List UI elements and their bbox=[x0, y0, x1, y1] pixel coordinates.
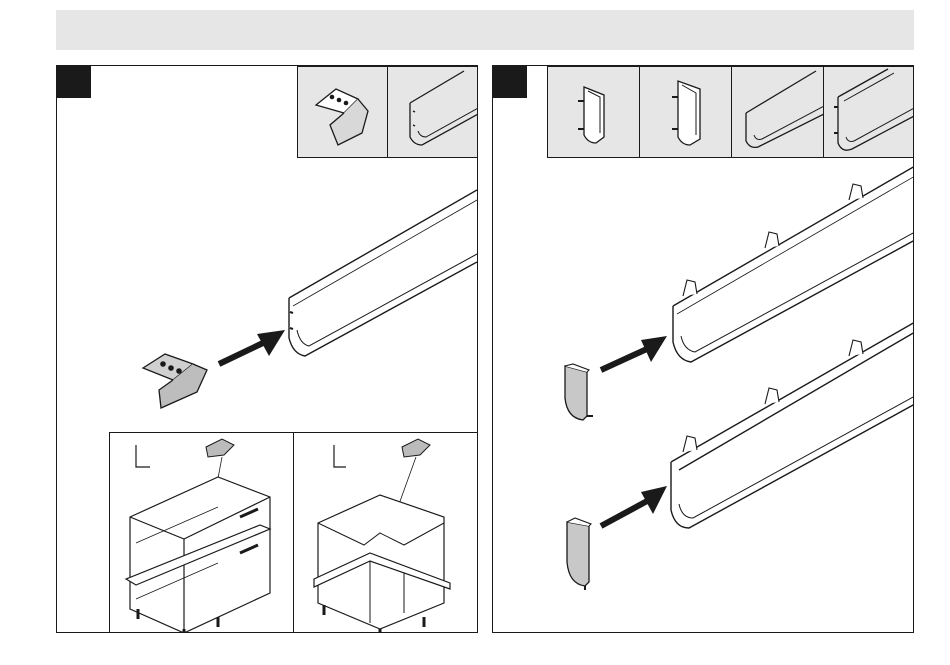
end-cap-assembly bbox=[493, 66, 914, 633]
drawer-cabinet-illustration bbox=[110, 433, 295, 633]
step-panel-left bbox=[56, 65, 478, 633]
clip-part bbox=[143, 354, 207, 408]
upper-profile bbox=[673, 166, 914, 362]
inset-drawer-cabinet bbox=[109, 432, 295, 633]
end-cap-part-lower bbox=[567, 518, 591, 590]
arrow-icon bbox=[601, 336, 667, 370]
step-panel-right bbox=[492, 65, 914, 633]
corner-cabinet-illustration bbox=[294, 433, 478, 633]
arrow-icon bbox=[601, 486, 667, 526]
end-cap-part-upper bbox=[565, 364, 593, 420]
inset-corner-cabinet bbox=[293, 432, 478, 633]
header-bar bbox=[56, 10, 914, 50]
arrow-icon bbox=[219, 330, 285, 364]
aluminium-profile bbox=[289, 190, 477, 356]
